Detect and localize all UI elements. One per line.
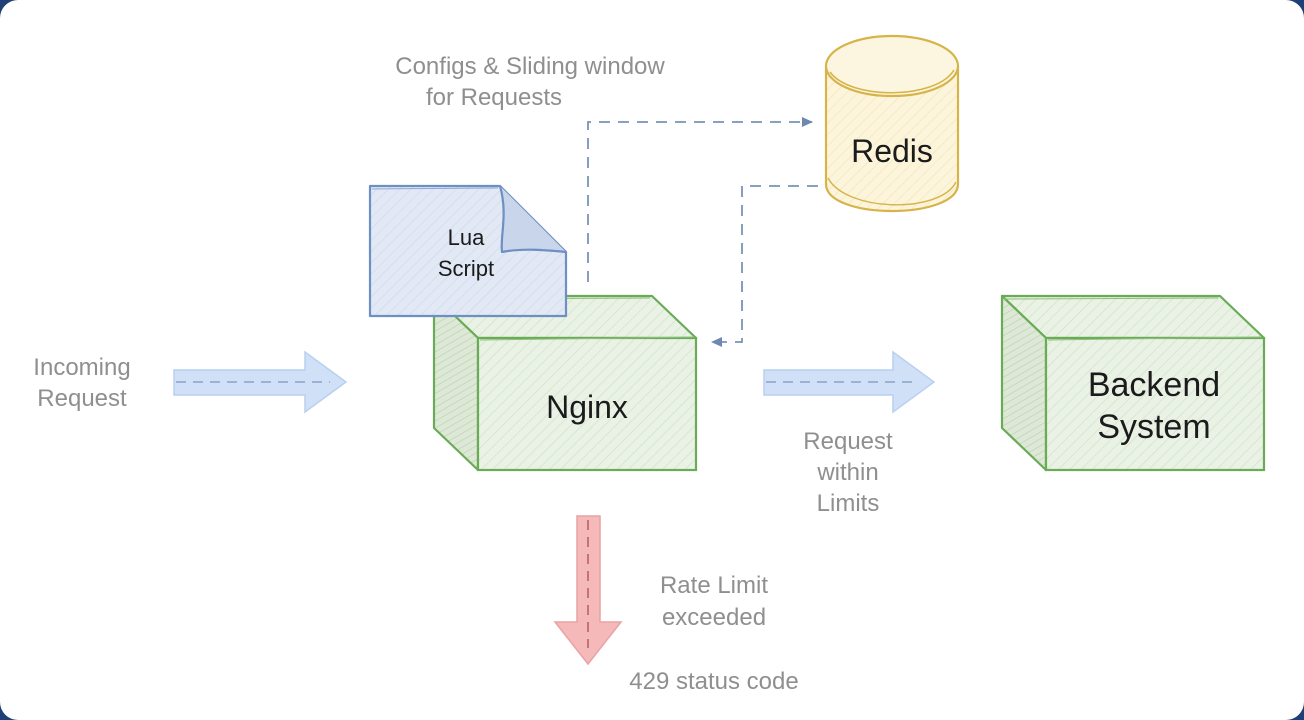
- rate-limit-label-line2: exceeded: [662, 604, 766, 631]
- rate-limit-label-line1: Rate Limit: [660, 572, 768, 599]
- lua-label-line1: Lua: [448, 225, 485, 250]
- incoming-arrow: [173, 350, 348, 414]
- connector-redis-to-nginx: [711, 185, 818, 347]
- nginx-label: Nginx: [546, 389, 628, 425]
- backend-box: [1000, 294, 1266, 472]
- incoming-label-line1: Incoming: [33, 354, 130, 381]
- backend-label-line1: Backend: [1088, 366, 1220, 404]
- incoming-label-line2: Request: [37, 385, 127, 412]
- lua-label-line2: Script: [438, 256, 494, 281]
- configs-label-line1: Configs & Sliding window: [395, 53, 665, 80]
- within-label-line2: within: [816, 459, 878, 486]
- rate-limit-arrow: [553, 515, 623, 666]
- redis-cylinder: [824, 34, 960, 212]
- redis-label: Redis: [851, 133, 933, 169]
- within-label-line3: Limits: [817, 490, 880, 517]
- backend-label-line2: System: [1097, 408, 1210, 446]
- connector-nginx-to-redis: [587, 117, 813, 282]
- configs-label-line2: for Requests: [426, 84, 562, 111]
- nginx-box: [432, 294, 698, 472]
- lua-script-document: [368, 184, 568, 318]
- status-code-label: 429 status code: [629, 668, 798, 695]
- within-label-line1: Request: [803, 428, 893, 455]
- within-limits-arrow: [763, 350, 936, 414]
